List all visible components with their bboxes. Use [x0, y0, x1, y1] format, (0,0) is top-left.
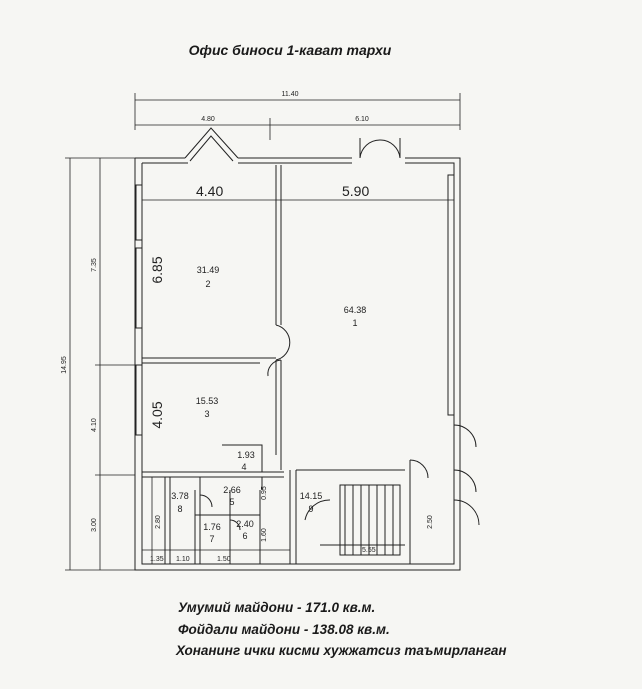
renovation-note: Хонанинг ички кисми хужжатсиз таъмирланг…	[176, 643, 507, 658]
dim-top-left: 4.80	[201, 116, 215, 123]
interior-walls	[142, 165, 411, 564]
room-2-num: 2	[205, 279, 210, 289]
room-3-area: 15.53	[196, 396, 219, 406]
dim-right-low: 2.50	[427, 515, 434, 529]
dim-small-h1: 2.80	[155, 515, 162, 529]
room-2-area: 31.49	[197, 265, 220, 275]
room-5-area: 2.66	[223, 485, 241, 495]
staircase	[304, 484, 405, 556]
dim-stair-len: 5.55	[362, 547, 376, 554]
dim-inner-left: 4.40	[196, 183, 223, 199]
room-9-num: 9	[308, 504, 313, 514]
room-9-area: 14.15	[300, 491, 323, 501]
dim-left-low: 3.00	[91, 518, 98, 532]
useful-area-text: Фойдали майдони - 138.08 кв.м.	[178, 622, 390, 637]
room-7-area: 1.76	[203, 522, 221, 532]
dimension-lines	[65, 93, 461, 571]
room-6-area: 2.40	[236, 519, 254, 529]
dim-room3-height: 4.05	[149, 401, 165, 428]
outer-walls	[134, 127, 461, 571]
room-8-area: 3.78	[171, 491, 189, 501]
dim-inner-right: 5.90	[342, 183, 369, 199]
dim-small-h3: 1.60	[261, 528, 268, 542]
dim-left-total: 14.95	[61, 356, 68, 374]
interior-doors	[199, 324, 480, 531]
dim-room2-height: 6.85	[149, 256, 165, 283]
total-area-text: Умумий майдони - 171.0 кв.м.	[178, 600, 376, 615]
room-3-num: 3	[204, 409, 209, 419]
room-7-num: 7	[209, 534, 214, 544]
room-4-area: 1.93	[237, 450, 255, 460]
dim-total-width: 11.40	[282, 91, 299, 98]
room-1-num: 1	[352, 318, 357, 328]
room-4-num: 4	[241, 462, 246, 472]
entrance-door	[359, 138, 401, 159]
dim-left-mid: 4.10	[91, 418, 98, 432]
dim-bot-2: 1.10	[176, 556, 190, 563]
room-8-num: 8	[177, 504, 182, 514]
dim-bot-3: 1.50	[217, 556, 231, 563]
plan-title: Офис биноси 1-кават тархи	[188, 42, 392, 58]
room-6-num: 6	[242, 531, 247, 541]
dim-bot-1: 1.35	[150, 556, 164, 563]
dim-top-right: 6.10	[355, 116, 369, 123]
room-1-area: 64.38	[344, 305, 367, 315]
dim-left-upper: 7.35	[91, 258, 98, 272]
room-5-num: 5	[229, 497, 234, 507]
dim-small-h2: 0.95	[261, 486, 268, 500]
